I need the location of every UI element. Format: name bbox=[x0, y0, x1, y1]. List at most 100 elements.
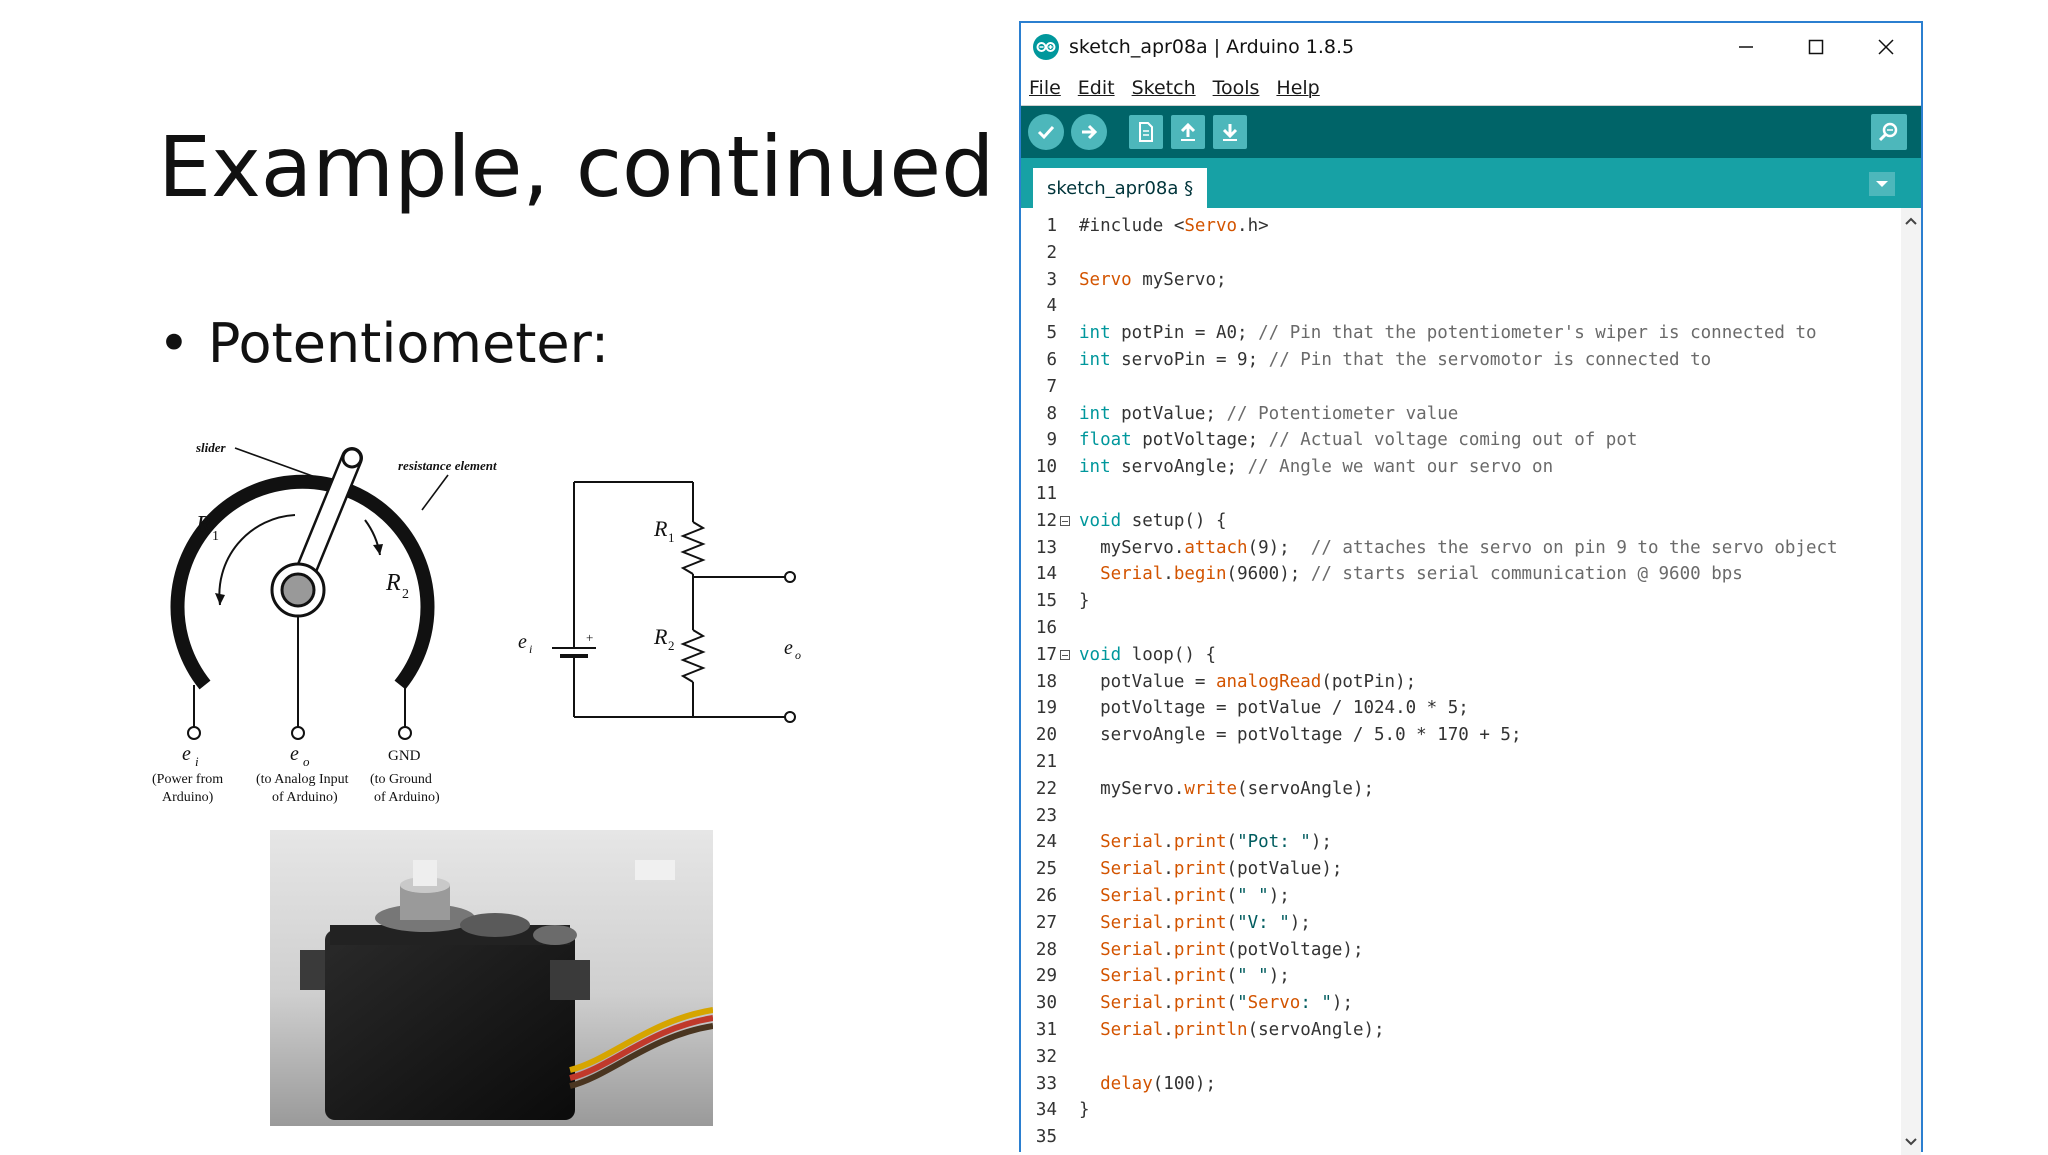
gnd-label: GND bbox=[388, 748, 421, 764]
fold-gutter bbox=[1057, 427, 1073, 454]
open-icon bbox=[1180, 122, 1196, 141]
servo-photo bbox=[270, 830, 713, 1126]
svg-text:+: + bbox=[586, 630, 593, 645]
schematic-eo-label: e bbox=[784, 637, 793, 659]
line-number: 30 bbox=[1035, 993, 1057, 1014]
code-line: 7 bbox=[1021, 374, 1881, 401]
minimize-button[interactable] bbox=[1711, 23, 1781, 71]
resistor-r2 bbox=[680, 629, 706, 683]
line-number: 4 bbox=[1046, 296, 1057, 317]
eo-label: e bbox=[290, 743, 299, 765]
menu-help[interactable]: Help bbox=[1276, 77, 1320, 99]
scroll-down-icon[interactable] bbox=[1904, 1137, 1918, 1147]
wiper-tip bbox=[341, 447, 363, 469]
window-title: sketch_apr08a | Arduino 1.8.5 bbox=[1069, 36, 1355, 58]
schematic-ei-label: e bbox=[518, 631, 527, 653]
close-icon bbox=[1878, 39, 1894, 55]
schematic-r1-sub: 1 bbox=[668, 530, 675, 545]
code-text: void setup() { bbox=[1079, 510, 1227, 531]
code-text: Serial.print(" "); bbox=[1100, 966, 1290, 987]
of-arduino-label: of Arduino) bbox=[272, 790, 338, 805]
line-number: 28 bbox=[1035, 939, 1057, 960]
serial-monitor-button[interactable] bbox=[1871, 114, 1907, 150]
line-number: 18 bbox=[1035, 671, 1057, 692]
code-line: 33 delay(100); bbox=[1021, 1071, 1881, 1098]
arduino-logo-icon bbox=[1033, 34, 1059, 60]
menu-sketch[interactable]: Sketch bbox=[1131, 77, 1196, 99]
new-button[interactable] bbox=[1129, 115, 1163, 149]
verify-button[interactable] bbox=[1028, 114, 1064, 150]
output-terminal-top bbox=[784, 571, 796, 583]
line-number: 11 bbox=[1035, 483, 1057, 504]
circuit-schematic: + bbox=[552, 481, 796, 723]
bullet-text: Potentiometer: bbox=[207, 312, 610, 375]
fold-gutter bbox=[1057, 722, 1073, 749]
fold-toggle-icon[interactable] bbox=[1057, 642, 1073, 669]
line-number: 2 bbox=[1046, 242, 1057, 263]
slide-title: Example, continued bbox=[158, 118, 995, 216]
line-number: 35 bbox=[1035, 1127, 1057, 1148]
menu-file[interactable]: File bbox=[1029, 77, 1061, 99]
code-line: 26 Serial.print(" "); bbox=[1021, 883, 1881, 910]
line-number: 17 bbox=[1035, 644, 1057, 665]
line-number: 16 bbox=[1035, 617, 1057, 638]
fold-gutter bbox=[1057, 1044, 1073, 1071]
code-line: 34} bbox=[1021, 1097, 1881, 1124]
title-bar[interactable]: sketch_apr08a | Arduino 1.8.5 bbox=[1021, 23, 1921, 71]
potentiometer-diagram: slider resistance element R 1 R 2 e i e … bbox=[152, 440, 801, 805]
fold-gutter bbox=[1057, 320, 1073, 347]
open-button[interactable] bbox=[1171, 115, 1205, 149]
new-icon bbox=[1139, 122, 1153, 142]
toolbar bbox=[1021, 106, 1921, 158]
tab-menu-button[interactable] bbox=[1869, 172, 1895, 196]
code-line: 19 potVoltage = potValue / 1024.0 * 5; bbox=[1021, 695, 1881, 722]
fold-gutter bbox=[1057, 347, 1073, 374]
slider-pointer bbox=[234, 447, 319, 479]
line-number: 29 bbox=[1035, 966, 1057, 987]
code-text bbox=[1073, 240, 1079, 267]
upload-button[interactable] bbox=[1071, 114, 1107, 150]
code-text: Serial.print("Pot: "); bbox=[1100, 832, 1332, 853]
code-line: 28 Serial.print(potVoltage); bbox=[1021, 937, 1881, 964]
fold-gutter bbox=[1057, 240, 1073, 267]
code-line: 29 Serial.print(" "); bbox=[1021, 963, 1881, 990]
save-button[interactable] bbox=[1213, 115, 1247, 149]
code-line: 27 Serial.print("V: "); bbox=[1021, 910, 1881, 937]
line-number: 12 bbox=[1035, 510, 1057, 531]
vertical-scrollbar[interactable] bbox=[1901, 208, 1921, 1155]
code-text bbox=[1073, 293, 1079, 320]
menu-edit[interactable]: Edit bbox=[1077, 77, 1115, 99]
resistor-r1 bbox=[680, 521, 706, 575]
fold-gutter bbox=[1057, 1017, 1073, 1044]
code-text: int servoPin = 9; // Pin that the servom… bbox=[1079, 349, 1712, 370]
fold-toggle-icon[interactable] bbox=[1057, 508, 1073, 535]
output-terminal-bottom bbox=[784, 711, 796, 723]
schematic-r2-label: R bbox=[653, 624, 668, 649]
close-button[interactable] bbox=[1851, 23, 1921, 71]
terminal-ei bbox=[187, 726, 201, 740]
maximize-button[interactable] bbox=[1781, 23, 1851, 71]
scroll-up-icon[interactable] bbox=[1904, 216, 1918, 226]
fold-gutter bbox=[1057, 749, 1073, 776]
menu-tools[interactable]: Tools bbox=[1212, 77, 1260, 99]
to-ground-label: (to Ground bbox=[370, 772, 432, 787]
ei-label: e bbox=[182, 743, 191, 765]
line-number: 24 bbox=[1035, 832, 1057, 853]
tab-sketch[interactable]: sketch_apr08a § bbox=[1033, 168, 1208, 208]
upload-icon bbox=[1082, 124, 1098, 140]
code-line: 21 bbox=[1021, 749, 1881, 776]
fold-gutter bbox=[1057, 561, 1073, 588]
code-text: } bbox=[1079, 591, 1090, 612]
fold-gutter bbox=[1057, 401, 1073, 428]
line-number: 31 bbox=[1035, 1019, 1057, 1040]
terminal-gnd bbox=[398, 726, 412, 740]
code-text bbox=[1073, 803, 1079, 830]
code-line: 35 bbox=[1021, 1124, 1881, 1151]
fold-gutter bbox=[1057, 829, 1073, 856]
arrow-head-left bbox=[215, 593, 225, 605]
code-text: int servoAngle; // Angle we want our ser… bbox=[1079, 457, 1554, 478]
code-text: Serial.print("V: "); bbox=[1100, 912, 1311, 933]
